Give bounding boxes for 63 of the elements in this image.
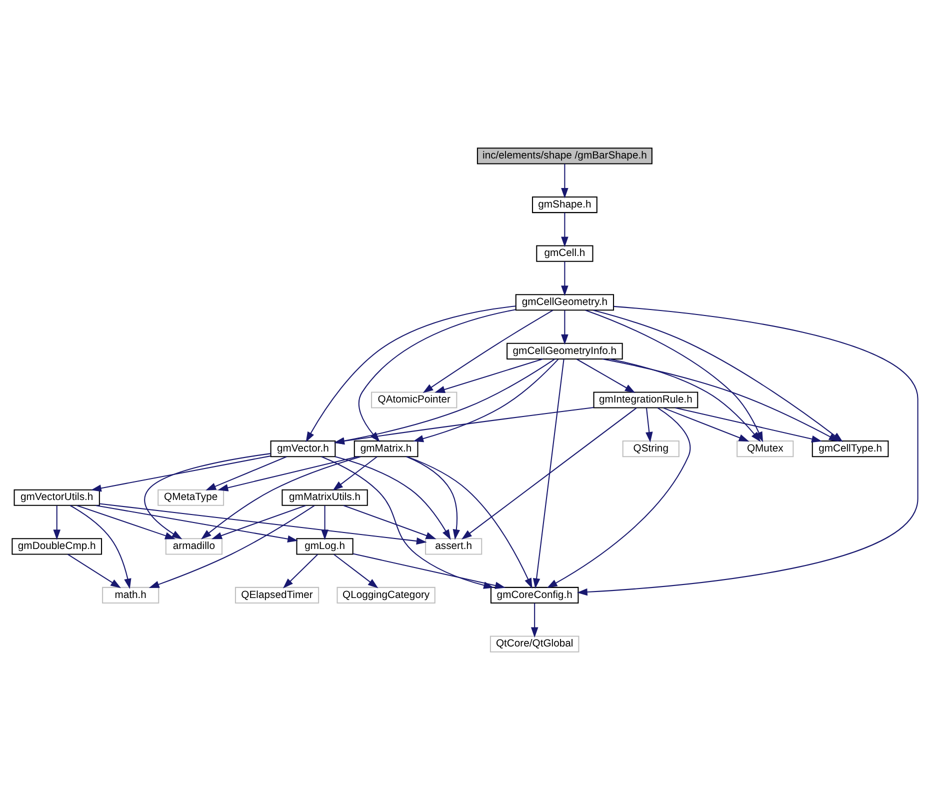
node-box: gmDoubleCmp.h [12, 538, 102, 554]
arrow [602, 358, 840, 442]
arrow [530, 602, 538, 638]
node-box: QString [622, 440, 680, 457]
arrow [343, 504, 436, 539]
arrow [334, 553, 378, 588]
arrow [100, 502, 427, 544]
arrow [96, 504, 298, 542]
node-box: inc/elements/shape /gmBarShape.h [476, 147, 652, 164]
arrow [461, 407, 637, 539]
arrow [212, 504, 306, 539]
arrow [434, 358, 543, 393]
arrow [532, 358, 564, 588]
node-box: gmVector.h [270, 440, 336, 457]
arrow [148, 504, 315, 588]
node-box: gmMatrixUtils.h [282, 488, 368, 506]
arrow [413, 358, 559, 442]
arrow [561, 310, 568, 344]
node-box: QtCore/QtGlobal [490, 635, 580, 652]
arrow [422, 309, 554, 393]
arrow [576, 358, 636, 392]
arrow [576, 305, 918, 596]
arrow [407, 456, 532, 588]
arrow [67, 553, 121, 588]
node-box: assert.h [425, 538, 482, 554]
arrow [585, 309, 764, 442]
arrow [334, 456, 451, 540]
node-box: gmCell.h [536, 244, 594, 262]
arrow [90, 455, 270, 492]
node-box: gmCoreConfig.h [490, 586, 579, 604]
node-box: gmShape.h [532, 196, 598, 213]
arrow [406, 456, 460, 540]
arrow [332, 456, 378, 490]
arrow [663, 406, 750, 442]
node-box: gmCellGeometryInfo.h [506, 342, 623, 359]
node-box: gmLog.h [296, 538, 354, 554]
arrow [561, 261, 568, 296]
arrow [561, 212, 568, 247]
arrow [561, 163, 568, 198]
arrow [70, 504, 132, 588]
node-box: QMutex [736, 440, 794, 457]
node-box: gmMatrix.h [354, 440, 418, 457]
arrow [282, 554, 318, 588]
node-box: gmVectorUtils.h [14, 488, 100, 506]
node-box: gmIntegrationRule.h [593, 391, 698, 408]
node-box: gmCellType.h [812, 440, 889, 457]
node-box: QLoggingCategory [336, 586, 436, 604]
node-box: armadillo [165, 538, 222, 554]
arrow [144, 452, 271, 539]
node-box: QElapsedTimer [234, 586, 320, 604]
arrow [675, 406, 822, 442]
arrow [53, 505, 60, 540]
arrow [76, 504, 176, 539]
node-box: QMetaType [158, 488, 224, 506]
arrow [546, 406, 691, 588]
node-box: math.h [102, 586, 160, 604]
arrow [206, 456, 287, 490]
node-box: gmCellGeometry.h [515, 294, 614, 310]
node-box: QAtomicPointer [371, 391, 458, 408]
arrow [646, 407, 653, 442]
arrow [609, 358, 761, 442]
arrow [352, 552, 506, 589]
arrow [218, 456, 358, 491]
